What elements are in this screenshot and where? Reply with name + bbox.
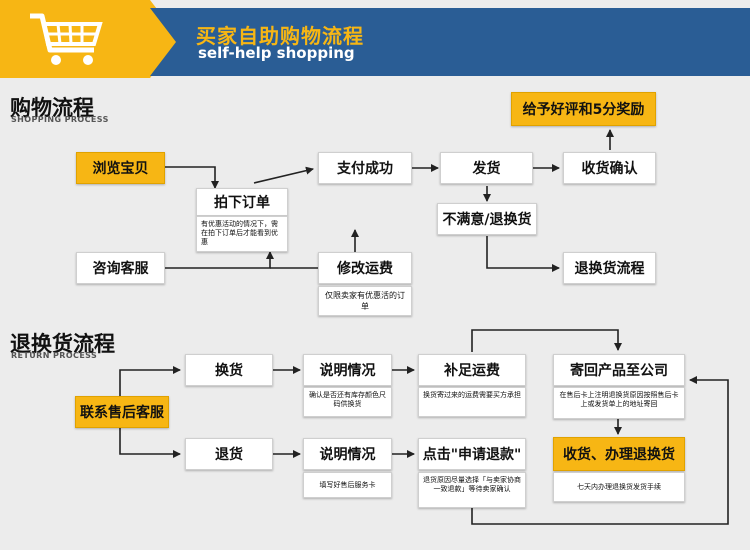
explain-exchange-note: 确认是否还有库存颜色尺码供换货: [303, 387, 392, 417]
supplement-shipping-step: 补足运费: [418, 354, 526, 386]
supplement-shipping-note: 换货寄过来的运费需要买方承担: [418, 387, 526, 417]
payment-success-step: 支付成功: [318, 152, 412, 184]
contact-aftersales-step: 联系售后客服: [75, 396, 169, 428]
unsatisfied-return-step: 不满意/退换货: [437, 203, 537, 235]
review-reward-step: 给予好评和5分奖励: [511, 92, 656, 126]
header-blue-bar: [150, 8, 750, 76]
shopping-cart-icon: [30, 13, 103, 65]
exchange-step: 换货: [185, 354, 273, 386]
explain-refund-step: 说明情况: [303, 438, 392, 470]
ship-step: 发货: [440, 152, 533, 184]
modify-shipping-step: 修改运费: [318, 252, 412, 284]
explain-refund-note: 填写好售后服务卡: [303, 472, 392, 498]
consult-service-step: 咨询客服: [76, 252, 165, 284]
send-back-step: 寄回产品至公司: [553, 354, 685, 386]
browse-items-step: 浏览宝贝: [76, 152, 165, 184]
process-return-note: 七天内办理退换货发货手续: [553, 472, 685, 502]
confirm-receipt-step: 收货确认: [563, 152, 656, 184]
explain-exchange-step: 说明情况: [303, 354, 392, 386]
process-return-step: 收货、办理退换货: [553, 437, 685, 471]
apply-refund-note: 退货原因尽量选择「与卖家协商一致退款」等待卖家确认: [418, 472, 526, 508]
place-order-step: 拍下订单: [196, 188, 288, 216]
return-section-subtitle: RETURN PROCESS: [11, 351, 98, 360]
return-section-title: 退换货流程: [10, 332, 115, 356]
header-title: 买家自助购物流程: [196, 24, 364, 48]
send-back-note: 在售后卡上注明退换货原因按照售后卡上或发货单上的地址寄回: [553, 387, 685, 419]
modify-shipping-note: 仅限卖家有优惠活的订单: [318, 286, 412, 316]
apply-refund-step: 点击"申请退款": [418, 438, 526, 470]
shopping-section-title: 购物流程: [10, 96, 94, 120]
shopping-section-subtitle: SHOPPING PROCESS: [11, 115, 109, 124]
header-subtitle: self-help shopping: [198, 44, 355, 62]
header-yellow-tab: [0, 0, 180, 78]
place-order-note: 有优惠活动的情况下，需在拍下订单后才能看到优惠: [196, 216, 288, 252]
return-process-step: 退换货流程: [563, 252, 656, 284]
refund-step: 退货: [185, 438, 273, 470]
